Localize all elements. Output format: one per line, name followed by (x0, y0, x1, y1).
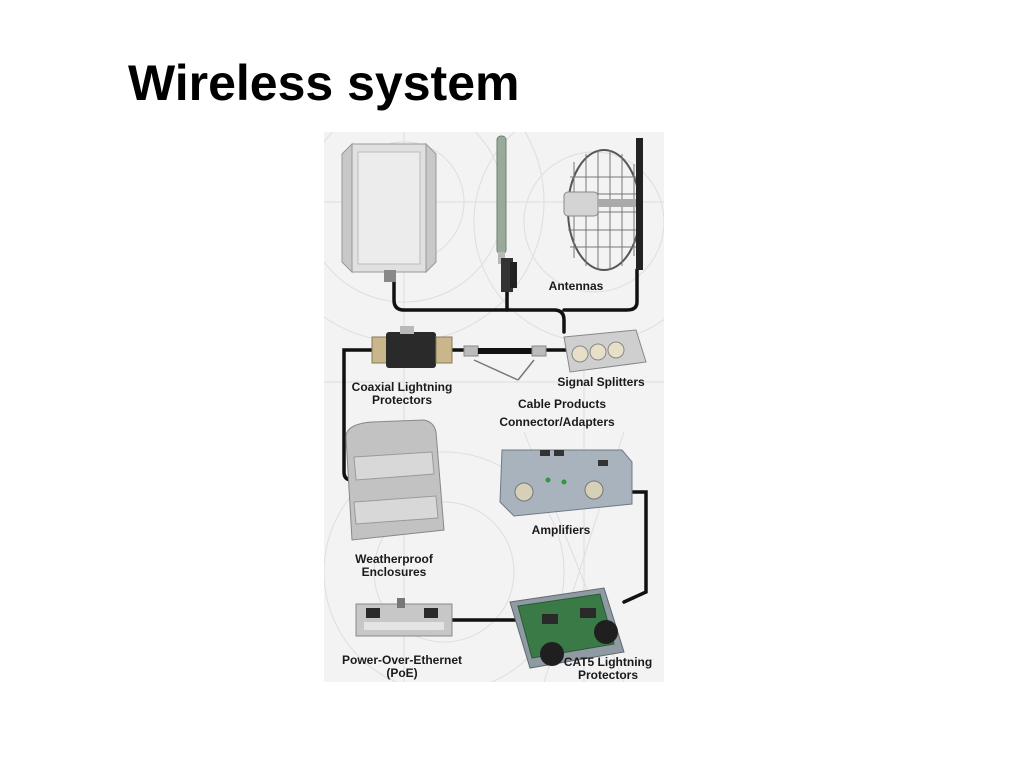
label-amplifiers: Amplifiers (531, 523, 591, 537)
label-cable-products: Cable Products (517, 397, 607, 411)
label-weatherproof-line-1: Weatherproof (355, 552, 433, 566)
label-power-over-ethernet: Power-Over-Ethernet (PoE) (334, 654, 470, 680)
cable-grid-antenna (562, 268, 639, 312)
label-cat5-line-2: Protectors (577, 668, 639, 682)
signal-splitter (563, 329, 647, 373)
cat5-lightning-protector (509, 587, 625, 669)
slide-title: Wireless system (128, 55, 520, 111)
label-weatherproof-enclosures: Weatherproof Enclosures (346, 553, 442, 579)
panel-antenna (341, 142, 437, 282)
weatherproof-enclosure (345, 419, 445, 541)
label-antennas: Antennas (548, 279, 604, 293)
label-cat5-lightning-protectors: CAT5 Lightning Protectors (556, 656, 660, 682)
label-coaxial-line-2: Protectors (371, 393, 433, 407)
label-coaxial-lightning-protectors: Coaxial Lightning Protectors (346, 381, 458, 407)
label-cat5-line-1: CAT5 Lightning (563, 655, 653, 669)
diagram-graphic (324, 132, 664, 682)
amplifier (499, 449, 633, 517)
label-poe-line-2: (PoE) (386, 666, 418, 680)
wireless-system-diagram: Antennas Signal Splitters Coaxial Lightn… (324, 132, 664, 682)
label-coaxial-line-1: Coaxial Lightning (351, 380, 453, 394)
label-signal-splitters: Signal Splitters (557, 375, 645, 389)
label-poe-line-1: Power-Over-Ethernet (341, 653, 463, 667)
omni-antenna (496, 135, 517, 292)
coaxial-lightning-protector (371, 326, 453, 368)
cable-product (463, 345, 547, 381)
cable-amp-to-cat5 (622, 490, 648, 604)
poe-injector (355, 598, 453, 637)
grid-antenna (563, 138, 643, 271)
label-weatherproof-line-2: Enclosures (361, 565, 427, 579)
cable-panel-antenna (392, 278, 566, 334)
label-connector-adapters: Connector/Adapters (499, 415, 615, 429)
